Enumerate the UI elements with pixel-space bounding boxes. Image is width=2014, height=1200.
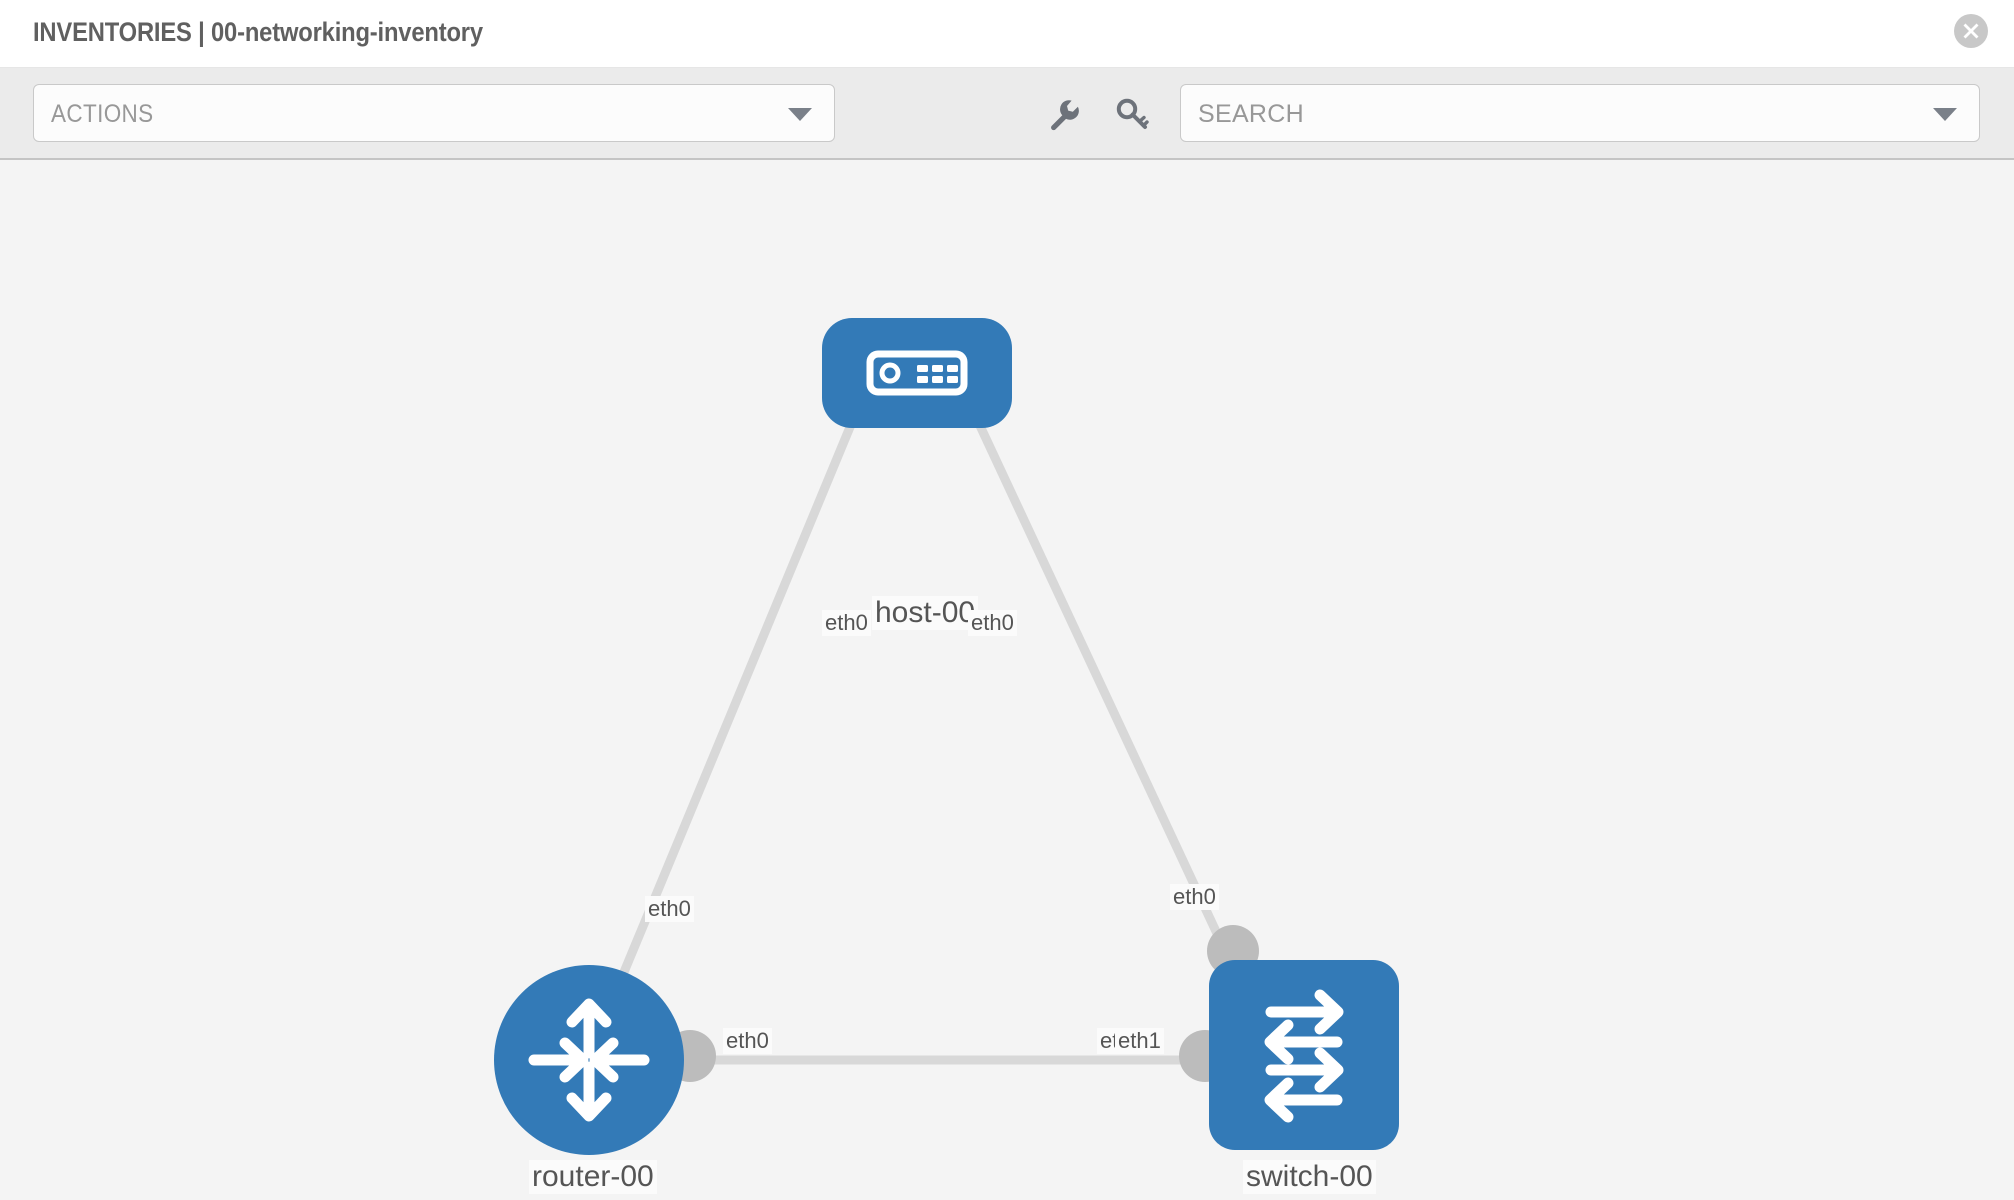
actions-dropdown-label: ACTIONS bbox=[51, 100, 154, 128]
edge-lines bbox=[595, 413, 1260, 1065]
interface-label-host-right: eth0 bbox=[968, 610, 1017, 636]
interface-label-router-top: eth0 bbox=[645, 896, 694, 922]
topology-node-label-switch-00: switch-00 bbox=[1243, 1160, 1376, 1194]
topology-node-switch-00[interactable] bbox=[1209, 960, 1399, 1150]
switch-arrows-icon bbox=[1264, 989, 1344, 1123]
app-header: INVENTORIES | 00-networking-inventory bbox=[0, 0, 2014, 68]
chevron-down-icon[interactable] bbox=[1933, 108, 1957, 121]
interface-label-switch-top: eth0 bbox=[1170, 884, 1219, 910]
interface-label-switch-left: eth1 bbox=[1115, 1028, 1164, 1054]
topology-node-label-router-00: router-00 bbox=[529, 1160, 657, 1194]
wrench-icon[interactable] bbox=[1046, 96, 1082, 132]
close-icon[interactable] bbox=[1954, 14, 1988, 48]
page-title: INVENTORIES | 00-networking-inventory bbox=[33, 17, 483, 47]
edge-handles bbox=[664, 372, 1259, 1082]
edge-host-switch bbox=[970, 413, 1260, 1017]
interface-label-host-left: eth0 bbox=[822, 610, 871, 636]
router-arrows-icon bbox=[528, 998, 650, 1122]
chevron-down-icon bbox=[788, 108, 812, 121]
edge-host-router bbox=[595, 413, 860, 1032]
topology-node-router-00[interactable] bbox=[494, 965, 684, 1155]
topology-node-host-00[interactable] bbox=[822, 318, 1012, 428]
key-icon[interactable] bbox=[1114, 96, 1150, 132]
search-input[interactable]: SEARCH bbox=[1180, 84, 1980, 142]
search-placeholder: SEARCH bbox=[1198, 100, 1304, 128]
interface-label-router-right: eth0 bbox=[723, 1028, 772, 1054]
topology-node-label-host-00: host-00 bbox=[872, 596, 979, 630]
topology-edges bbox=[595, 372, 1260, 1082]
topology-canvas[interactable]: host-00 router-00 bbox=[0, 160, 2014, 1200]
server-device-icon bbox=[866, 350, 968, 396]
actions-dropdown[interactable]: ACTIONS bbox=[33, 84, 835, 142]
